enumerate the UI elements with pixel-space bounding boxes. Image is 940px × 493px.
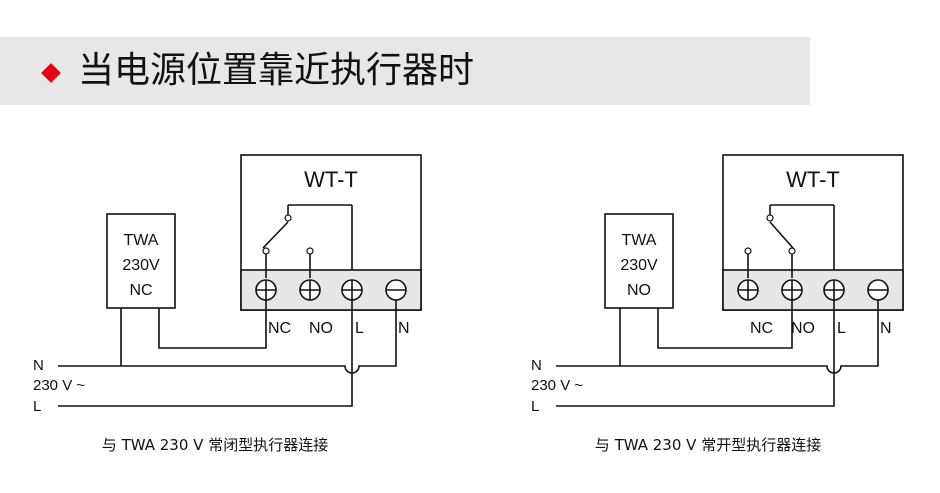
relay-switch [262,204,353,278]
actuator-voltage: 230V [122,257,160,274]
actuator-voltage: 230V [620,257,658,274]
supply-label-n: N [531,357,542,374]
controller-label: WT-T [786,167,840,192]
wiring-diagram-nc: WT-T NC NO [33,154,422,454]
terminal-label-no: NO [309,320,333,337]
actuator-box [106,213,176,309]
supply-label-n: N [33,357,44,374]
terminal-l [823,279,845,301]
terminal-label-nc: NC [268,320,291,337]
supply-label-voltage: 230 V ~ [531,377,583,394]
terminal-label-l: L [355,320,364,337]
wiring-diagram-no: WT-T NC NO L [531,154,904,454]
terminal-nc [255,279,277,301]
actuator-model: TWA [622,232,657,249]
supply-label-voltage: 230 V ~ [33,377,85,394]
terminal-label-n: N [880,320,892,337]
terminal-nc [737,279,759,301]
diagram-caption: 与 TWA 230 V 常闭型执行器连接 [102,436,328,454]
terminal-n [385,279,407,301]
actuator-type: NC [129,282,152,299]
controller-label: WT-T [304,167,358,192]
wiring [556,300,879,407]
terminal-label-no: NO [791,320,815,337]
terminal-no [781,279,803,301]
terminal-l [341,279,363,301]
actuator-box [604,213,674,309]
diagram-caption: 与 TWA 230 V 常开型执行器连接 [595,436,821,454]
actuator-type: NO [627,282,651,299]
terminal-label-l: L [837,320,846,337]
section-header: 当电源位置靠近执行器时 [0,37,810,105]
supply-label-l: L [531,398,539,415]
relay-switch [744,204,835,278]
actuator-model: TWA [124,232,159,249]
wiring [58,300,397,407]
terminal-label-n: N [398,320,410,337]
supply-label-l: L [33,398,41,415]
section-title: 当电源位置靠近执行器时 [78,50,475,91]
terminal-no [299,279,321,301]
terminal-n [867,279,889,301]
terminal-label-nc: NC [750,320,773,337]
